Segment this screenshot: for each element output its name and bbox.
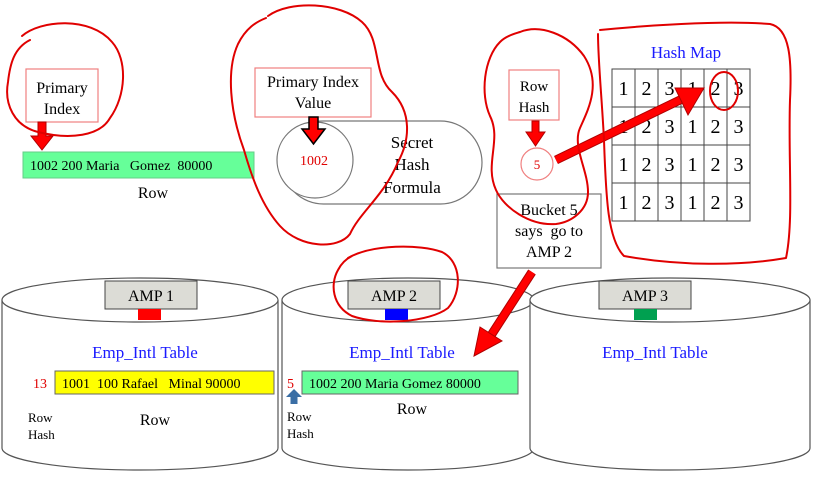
primary-index-label-line1: Primary [36, 80, 88, 97]
hash-value-down-arrow-icon [300, 116, 327, 146]
primary-index-row-box [22, 151, 255, 179]
amp2-indicator [385, 309, 408, 320]
row-hash-down-arrow-icon [525, 120, 546, 147]
hash-map-cell-value: 2 [711, 116, 721, 138]
hash-map-title: Hash Map [651, 43, 721, 62]
amp2-row-caption: Row [397, 401, 428, 418]
annotation-scribble-hash-map [597, 21, 792, 265]
formula-line3: Formula [383, 178, 441, 197]
primary-index-label-box [25, 68, 99, 123]
hash-map-cell-value: 1 [688, 116, 698, 138]
annotation-scribble-row-hash [483, 28, 594, 226]
arrow-to-amp2-icon [473, 269, 536, 357]
amp2-hash-label-line1: Row [287, 409, 312, 424]
hash-map-cell-value: 1 [619, 192, 629, 214]
bucket-note-line1: Bucket 5 [520, 202, 577, 219]
hash-map-cell-value: 1 [688, 192, 698, 214]
hash-map-cell [726, 182, 751, 222]
amp1-row-box [54, 370, 275, 395]
hash-map-cell-value: 3 [665, 116, 675, 138]
hash-map-cell-value: 3 [734, 116, 744, 138]
hash-map-cell-value: 3 [665, 154, 675, 176]
amp1-row-hash: 13 [33, 377, 47, 392]
primary-index-down-arrow-icon [29, 121, 55, 151]
hash-map-cell-value: 1 [619, 154, 629, 176]
amp3-label: AMP 3 [622, 288, 668, 305]
bucket-circle [520, 147, 554, 181]
bucket-note-line3: AMP 2 [526, 244, 572, 261]
primary-index-value-label-box [254, 67, 372, 118]
row-hash-label-line2: Hash [519, 100, 550, 116]
row-hash-up-arrow-icon [286, 389, 302, 404]
annotation-scribble-primary-index [6, 22, 124, 137]
amp2-hash-label-line2: Hash [287, 426, 314, 441]
amp3-label-box [598, 280, 692, 310]
hash-map-cell-value: 3 [734, 154, 744, 176]
hash-map-cell-value: 3 [665, 78, 675, 100]
hash-map-cell-value: 2 [711, 154, 721, 176]
formula-line2: Hash [395, 155, 430, 174]
amp2-row-hash: 5 [287, 377, 294, 392]
amp1-row-values: 1001 100 Rafael Minal 90000 [62, 377, 240, 392]
hash-map-cell-value: 2 [711, 192, 721, 214]
arrow-to-hash-map-icon [554, 87, 705, 165]
row-hash-label-box [508, 69, 560, 121]
amp1-hash-label-line2: Hash [28, 427, 55, 442]
primary-index-row-caption: Row [138, 185, 169, 202]
primary-index-row-values: 1002 200 Maria Gomez 80000 [30, 159, 212, 174]
bucket-note-line2: says go to [515, 223, 583, 240]
hash-map-cell-value: 2 [642, 154, 652, 176]
hash-map-cell-value: 1 [688, 154, 698, 176]
amp2-label: AMP 2 [371, 288, 417, 305]
bucket-value: 5 [534, 157, 541, 172]
annotation-scribble-hash-formula [229, 4, 408, 246]
primary-index-value: 1002 [300, 154, 328, 169]
primary-index-value-label-line1: Primary Index [267, 74, 359, 91]
amp3-table-title: Emp_Intl Table [602, 343, 708, 362]
hash-map-cell-value: 2 [642, 116, 652, 138]
primary-index-value-label-line2: Value [295, 95, 331, 112]
hash-map-cell-value: 2 [642, 192, 652, 214]
amp2-row-box [301, 370, 519, 395]
hash-map-cell-value: 3 [665, 192, 675, 214]
annotation-circle-hash-map-cell [709, 71, 739, 111]
formula-line1: Secret [391, 133, 434, 152]
amp2-label-box [347, 280, 441, 310]
hash-map-cell-value: 2 [642, 78, 652, 100]
amp1-table-title: Emp_Intl Table [92, 343, 198, 362]
primary-index-label-line2: Index [44, 101, 80, 118]
amp1-label: AMP 1 [128, 288, 174, 305]
amp2-table-title: Emp_Intl Table [349, 343, 455, 362]
amp3-cylinder [529, 277, 811, 471]
amp1-row-caption: Row [140, 412, 171, 429]
amp3-indicator [634, 309, 657, 320]
amp1-label-box [104, 280, 198, 310]
hash-map-cell-value: 2 [711, 78, 721, 100]
annotation-scribble-amp2 [332, 245, 459, 323]
hash-map-cell-value: 3 [734, 192, 744, 214]
amp1-hash-label-line1: Row [28, 410, 53, 425]
amp1-indicator [138, 309, 161, 320]
hash-map-cell-value: 1 [619, 78, 629, 100]
row-hash-label-line1: Row [520, 79, 549, 95]
amp2-row-values: 1002 200 Maria Gomez 80000 [309, 377, 481, 392]
